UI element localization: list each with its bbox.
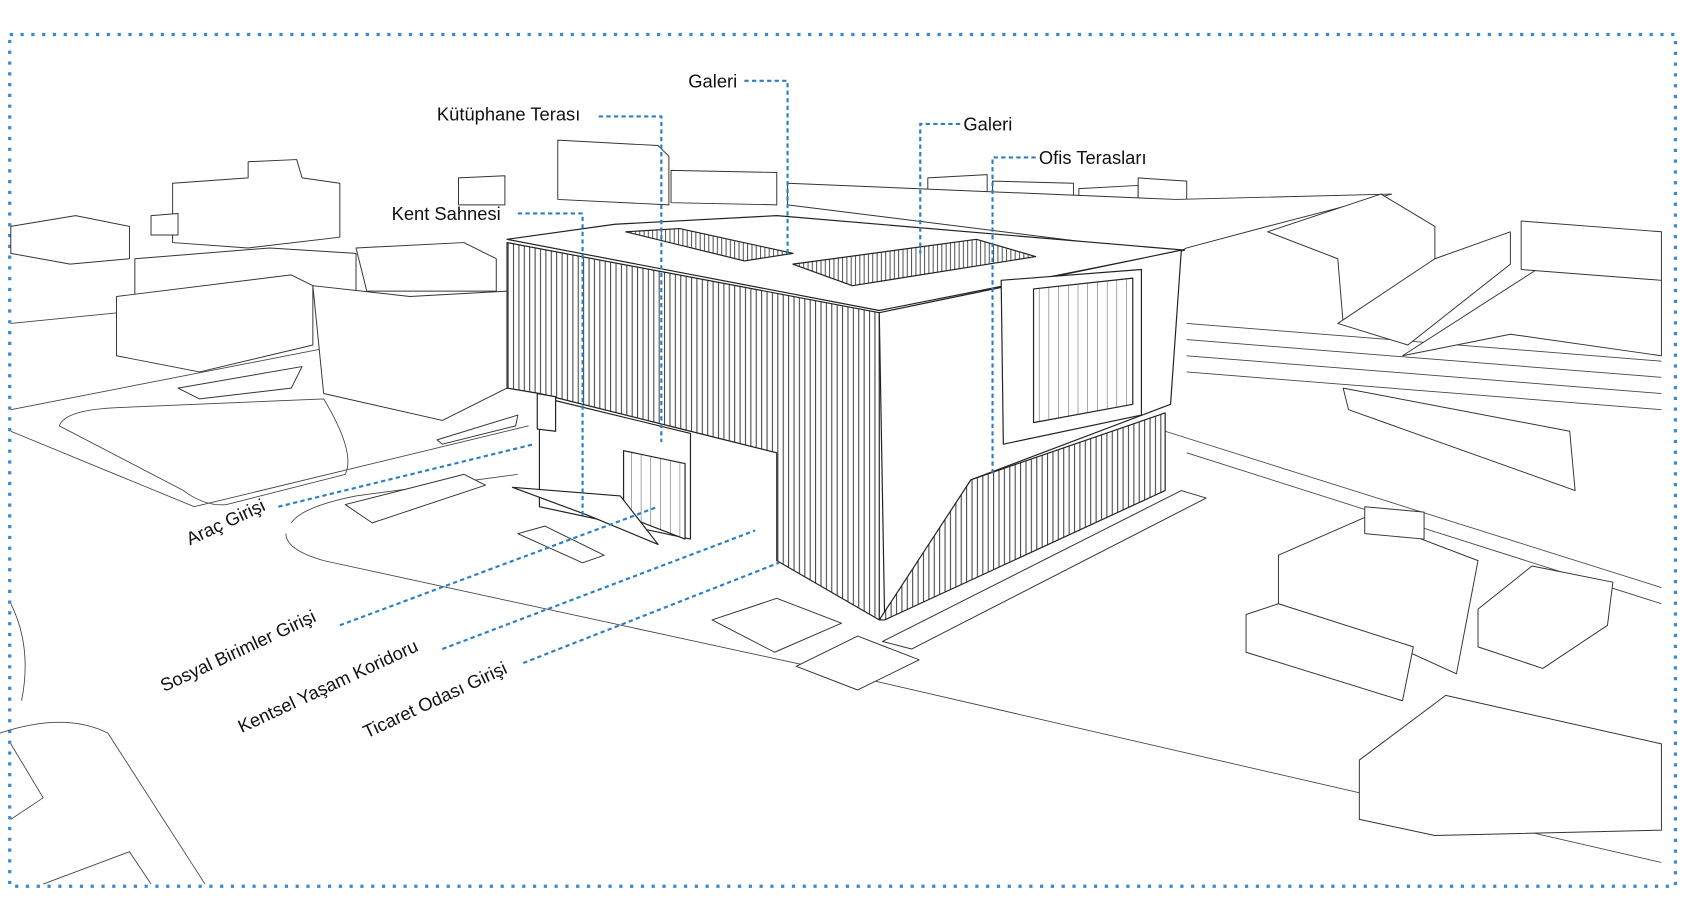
label-arac-girisi: Araç Girişi — [183, 494, 269, 549]
podium-frame — [536, 392, 557, 432]
dotted-frame — [8, 32, 1678, 888]
leader-lines — [278, 79, 1036, 665]
entrance-ramp — [511, 486, 659, 546]
label-galeri-1: Galeri — [688, 70, 737, 91]
office-curtain-wall — [1032, 277, 1134, 424]
label-galeri-2: Galeri — [963, 113, 1012, 134]
roof-terrace-east — [792, 238, 1037, 287]
south-fins-lower — [878, 412, 1166, 621]
main-building — [506, 215, 1186, 621]
context-buildings — [10, 139, 1662, 837]
west-facade-fins — [506, 241, 880, 621]
label-kutuphane-terasi: Kütüphane Terası — [437, 104, 580, 125]
label-kent-sahnesi: Kent Sahnesi — [392, 203, 501, 224]
label-ofis-teraslari: Ofis Terasları — [1039, 147, 1147, 168]
label-sosyal-birimler-girisi: Sosyal Birimler Girişi — [157, 605, 319, 695]
glazed-entrance — [622, 450, 686, 540]
